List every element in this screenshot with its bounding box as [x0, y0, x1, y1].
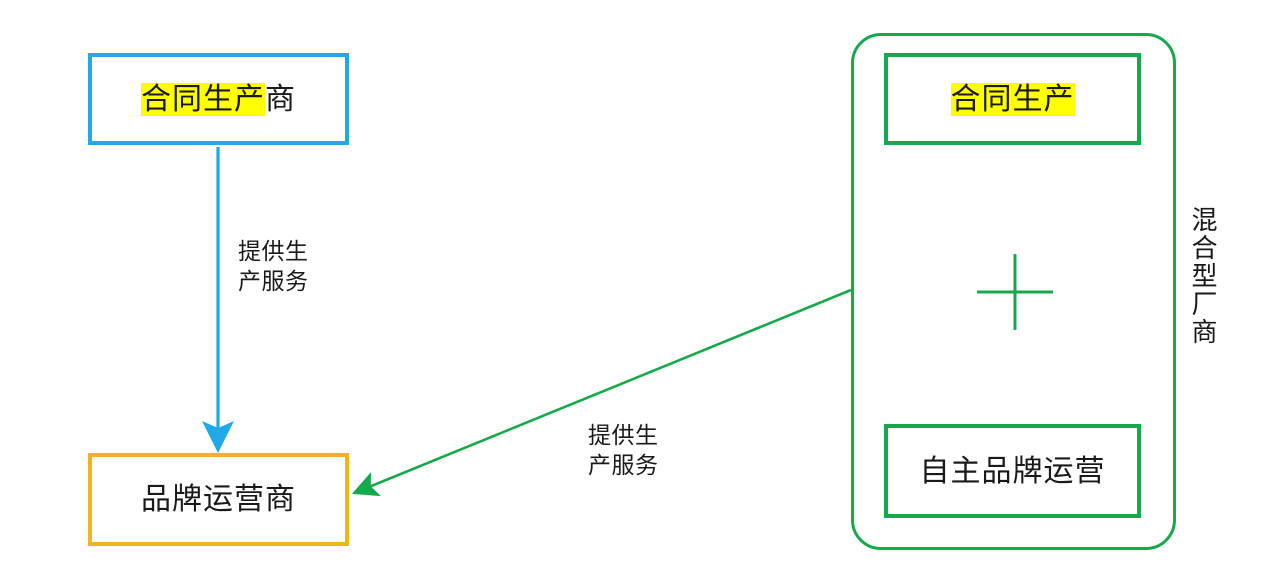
plus-icon [977, 254, 1053, 330]
own-brand-operation-node[interactable]: 自主品牌运营 [884, 424, 1141, 518]
hybrid-manufacturer-side-label: 混合型厂商 [1188, 206, 1218, 346]
contract-manufacturer-label: 合同生产商 [141, 82, 296, 116]
own-brand-operation-label: 自主品牌运营 [919, 454, 1106, 488]
hybrid-contract-production-node[interactable]: 合同生产 [884, 53, 1141, 145]
contract-manufacturer-node[interactable]: 合同生产商 [88, 53, 349, 145]
brand-operator-label: 品牌运营商 [141, 483, 296, 516]
contract-manufacturer-label-plain: 商 [265, 82, 296, 116]
hybrid-contract-production-label-highlight: 合同生产 [950, 82, 1075, 116]
contract-manufacturer-label-highlight: 合同生产 [141, 82, 265, 116]
edge-label-provide-production-service-left: 提供生 产服务 [238, 238, 309, 295]
brand-operator-node[interactable]: 品牌运营商 [88, 453, 349, 546]
edge-label-provide-production-service-cross: 提供生 产服务 [588, 422, 659, 479]
hybrid-contract-production-label: 合同生产 [950, 82, 1075, 116]
